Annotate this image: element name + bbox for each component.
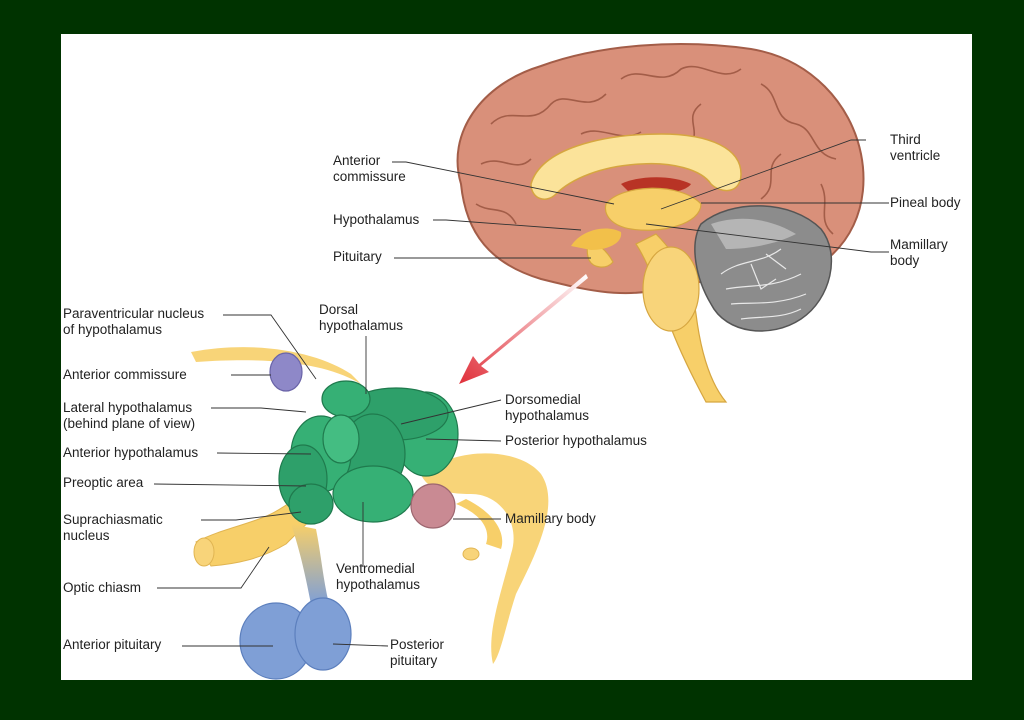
label-suprachiasmatic-nucleus-line-2: nucleus [63,528,110,543]
label-third-ventricle-line-2: ventricle [890,148,941,163]
label-third-ventricle-line-1: Third [890,132,921,147]
label-dorsomedial-hypothalamus-line-2: hypothalamus [505,408,590,423]
label-anterior-hypothalamus: Anterior hypothalamus [63,445,199,460]
label-anterior-commissure-top-line-1: Anterior [333,153,381,168]
label-posterior-hypothalamus: Posterior hypothalamus [505,433,647,448]
label-optic-chiasm: Optic chiasm [63,580,142,595]
label-hypothalamus: Hypothalamus [333,212,420,227]
label-paraventricular-nucleus-line-2: of hypothalamus [63,322,163,337]
label-anterior-commissure: Anterior commissure [63,367,187,382]
label-ventromedial-hypothalamus-line-2: hypothalamus [336,577,421,592]
zoom-arrow [459,274,588,384]
pons [642,246,700,332]
label-ventromedial-hypothalamus-line-1: Ventromedial [336,561,415,576]
label-lateral-hypothalamus-line-1: Lateral hypothalamus [63,400,193,415]
mamillary-stalk [456,499,503,549]
label-dorsal-hypothalamus-line-2: hypothalamus [319,318,404,333]
brain-illustration [153,43,889,680]
thalamus [604,187,702,231]
label-dorsal-hypothalamus-line-1: Dorsal [319,302,359,317]
posterior-pituitary-lobe [294,597,352,671]
hypothalamus-region [571,228,622,250]
leader-lines [153,139,889,647]
label-dorsomedial-hypothalamus-line-1: Dorsomedial [505,392,581,407]
label-suprachiasmatic-nucleus-line-1: Suprachiasmatic [63,512,163,527]
label-pineal-body: Pineal body [890,195,961,210]
label-preoptic-area: Preoptic area [63,475,144,490]
fornix-ventricle-wall [191,347,361,384]
label-lateral-hypothalamus-line-2: (behind plane of view) [63,416,196,431]
green-nuclei [278,380,459,525]
label-anterior-commissure-top-line-2: commissure [333,169,406,184]
label-mamillary-body-top-line-1: Mamillary [890,237,948,252]
anterior-commissure-circle [269,352,303,392]
label-anterior-pituitary: Anterior pituitary [63,637,162,652]
mamillary-body-circle [410,483,456,529]
label-pituitary: Pituitary [333,249,382,264]
label-paraventricular-nucleus-line-1: Paraventricular nucleus [63,306,205,321]
label-mamillary-body-top-line-2: body [890,253,920,268]
posterior-wall [421,453,549,664]
cerebellum [694,205,833,332]
label-mamillary-body: Mamillary body [505,511,596,526]
pituitary-stalk [291,524,329,604]
label-posterior-pituitary-line-2: pituitary [390,653,438,668]
label-lateral-hypothalamus: Lateral hypothalamus(behind plane of vie… [63,400,195,432]
sagittal-brain [456,43,865,403]
hypothalamus-detail [191,347,549,680]
label-posterior-pituitary-line-1: Posterior [390,637,445,652]
